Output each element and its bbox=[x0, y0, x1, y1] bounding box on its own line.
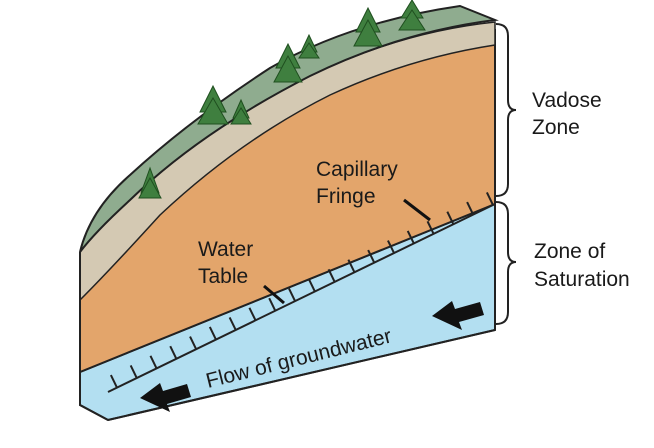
tree-icon bbox=[138, 166, 162, 199]
tree-icon bbox=[197, 84, 229, 125]
vadose-zone-label-line1: Vadose bbox=[532, 89, 602, 112]
tree-icon bbox=[353, 6, 383, 47]
capillary-fringe-label-line2: Fringe bbox=[316, 185, 376, 208]
vadose-zone-label-line2: Zone bbox=[532, 116, 580, 139]
water-table-leader bbox=[263, 284, 285, 305]
ground-surface bbox=[79, 4, 499, 253]
saturation-zone-label-line2: Saturation bbox=[534, 268, 630, 291]
capillary-fringe-label-line1: Capillary bbox=[316, 158, 398, 181]
tree-icon bbox=[398, 0, 426, 31]
tree-icon bbox=[273, 42, 303, 83]
arrow-left-icon bbox=[140, 383, 191, 412]
tree-icon bbox=[298, 33, 320, 59]
saturation-zone-bracket bbox=[495, 201, 517, 325]
capillary-fringe-leader bbox=[403, 198, 431, 222]
block-left-edge bbox=[79, 252, 109, 421]
water-table-line bbox=[107, 203, 496, 393]
arrow-left-icon bbox=[432, 301, 484, 330]
tree-icon bbox=[230, 98, 252, 125]
saturation-zone-label-line1: Zone of bbox=[534, 240, 605, 263]
water-table-label-line1: Water bbox=[198, 238, 253, 261]
vadose-zone-bracket bbox=[495, 23, 517, 197]
water-table-label-line2: Table bbox=[198, 265, 248, 288]
water-table-ticks bbox=[109, 192, 494, 389]
block-bottom-edge bbox=[107, 329, 496, 421]
